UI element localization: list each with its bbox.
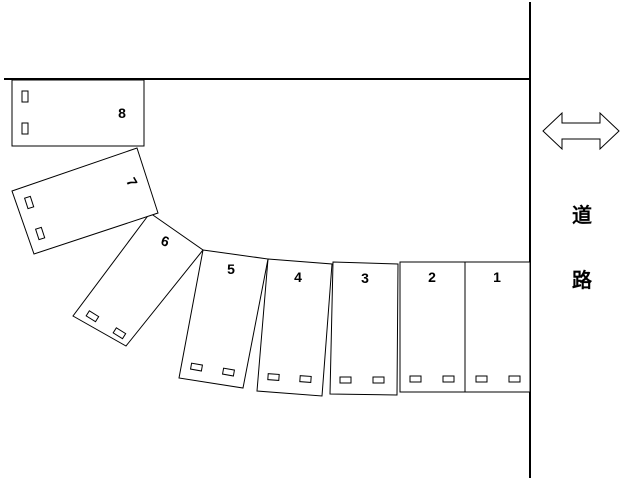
road-label-bottom: 路 <box>572 268 593 292</box>
wheel-stop <box>409 375 422 383</box>
wheel-stop <box>339 376 352 384</box>
parking-stall-1: 1 <box>464 261 531 393</box>
wheel-stop <box>267 373 280 381</box>
stall-number: 2 <box>428 269 436 285</box>
wheel-stop <box>23 195 35 210</box>
stall-number: 3 <box>361 270 369 286</box>
stall-number: 5 <box>227 261 235 277</box>
wheel-stop <box>85 310 100 323</box>
wheel-stop <box>475 375 488 383</box>
parking-stall-4: 4 <box>256 258 333 397</box>
stall-number: 8 <box>118 105 126 121</box>
wheel-stop <box>221 367 236 377</box>
parking-stall-2: 2 <box>399 261 466 393</box>
wheel-stop <box>21 122 29 135</box>
parking-stall-6: 6 <box>72 212 204 347</box>
stall-number: 1 <box>493 269 501 285</box>
wheel-stop <box>34 226 46 241</box>
stall-number: 4 <box>294 269 302 285</box>
wheel-stop <box>112 327 127 340</box>
parking-stall-3: 3 <box>329 261 399 396</box>
wheel-stop <box>299 375 312 383</box>
parking-stall-7: 7 <box>11 147 159 255</box>
parking-stall-8: 8 <box>11 79 145 147</box>
wheel-stop <box>508 375 521 383</box>
wheel-stop <box>189 362 204 372</box>
wheel-stop <box>21 90 29 103</box>
wheel-stop <box>372 376 385 384</box>
parking-stall-5: 5 <box>178 249 269 389</box>
road-label-top: 道 <box>572 203 592 227</box>
double-arrow-icon <box>542 111 620 151</box>
wheel-stop <box>442 375 455 383</box>
